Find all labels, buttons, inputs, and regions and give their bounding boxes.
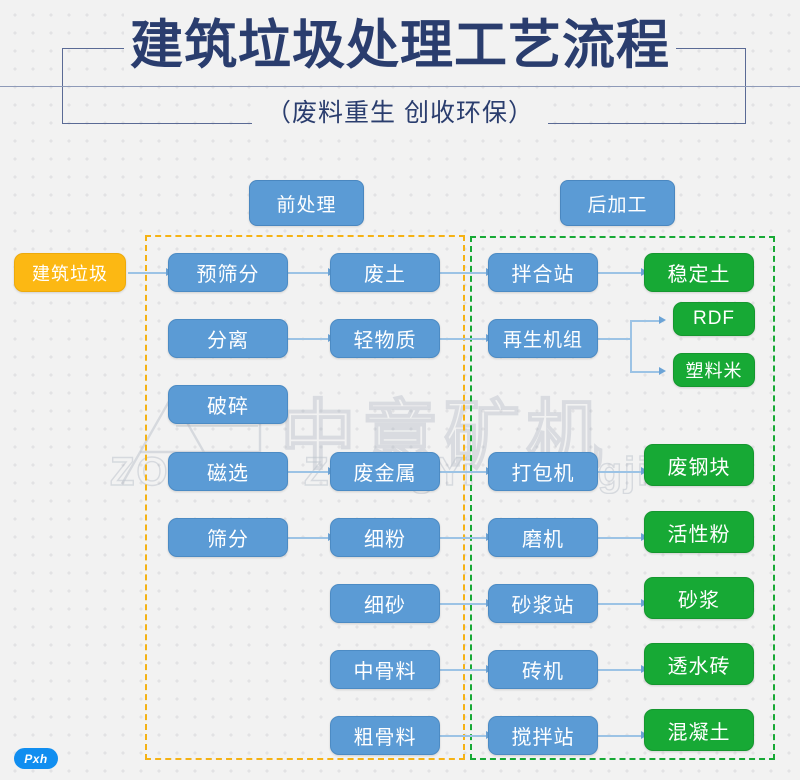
connector-line	[288, 471, 330, 473]
page-header: 建筑垃圾处理工艺流程 （废料重生 创收环保）	[0, 0, 800, 160]
connector-line	[440, 537, 488, 539]
connector-line	[440, 735, 488, 737]
node-permeable-brick[interactable]: 透水砖	[644, 643, 754, 685]
node-screening[interactable]: 筛分	[168, 518, 288, 557]
node-scrap-steel[interactable]: 废钢块	[644, 444, 754, 486]
connector-line	[598, 537, 644, 539]
node-mortar-station[interactable]: 砂浆站	[488, 584, 598, 623]
section-tab-pre-processing[interactable]: 前处理	[249, 180, 364, 226]
node-medium-aggregate[interactable]: 中骨料	[330, 650, 440, 689]
node-brick-machine[interactable]: 砖机	[488, 650, 598, 689]
page-title: 建筑垃圾处理工艺流程	[80, 10, 720, 82]
connector-line	[288, 537, 330, 539]
node-input-construction-waste[interactable]: 建筑垃圾	[14, 253, 126, 292]
node-waste-soil[interactable]: 废土	[330, 253, 440, 292]
page-subtitle-text: （废料重生 创收环保）	[252, 96, 548, 130]
connector-line	[598, 338, 632, 340]
connector-line	[440, 669, 488, 671]
connector-line	[288, 338, 330, 340]
connector-line	[598, 471, 644, 473]
node-coarse-aggregate[interactable]: 粗骨料	[330, 716, 440, 755]
node-light-material[interactable]: 轻物质	[330, 319, 440, 358]
node-rdf[interactable]: RDF	[673, 302, 755, 336]
connector-line	[598, 272, 644, 274]
node-grinder[interactable]: 磨机	[488, 518, 598, 557]
node-fine-powder[interactable]: 细粉	[330, 518, 440, 557]
connector-line	[630, 320, 632, 372]
connector-line	[440, 272, 488, 274]
connector-line	[630, 371, 662, 373]
node-fine-sand[interactable]: 细砂	[330, 584, 440, 623]
connector-line	[440, 471, 488, 473]
node-mortar[interactable]: 砂浆	[644, 577, 754, 619]
node-pre-screening[interactable]: 预筛分	[168, 253, 288, 292]
node-separation[interactable]: 分离	[168, 319, 288, 358]
header-horizontal-rule	[0, 86, 800, 88]
page-subtitle: （废料重生 创收环保）	[0, 96, 800, 130]
node-plastic-pellets[interactable]: 塑料米	[673, 353, 755, 387]
node-recycling-unit[interactable]: 再生机组	[488, 319, 598, 358]
arrow-icon	[659, 316, 666, 324]
arrow-icon	[659, 367, 666, 375]
node-active-powder[interactable]: 活性粉	[644, 511, 754, 553]
node-mixing-station[interactable]: 拌合站	[488, 253, 598, 292]
connector-line	[440, 603, 488, 605]
connector-line	[598, 603, 644, 605]
group-frame-post-processing	[470, 236, 775, 760]
connector-line	[440, 338, 488, 340]
node-crushing[interactable]: 破碎	[168, 385, 288, 424]
node-stabilized-soil[interactable]: 稳定土	[644, 253, 754, 292]
connector-line	[598, 669, 644, 671]
connector-line	[128, 272, 168, 274]
pxh-badge: Pxh	[14, 748, 58, 769]
node-magnetic-separation[interactable]: 磁选	[168, 452, 288, 491]
page-title-text: 建筑垃圾处理工艺流程	[124, 10, 676, 82]
connector-line	[288, 272, 330, 274]
connector-line	[598, 735, 644, 737]
group-frame-pre-processing	[145, 235, 465, 760]
node-baler[interactable]: 打包机	[488, 452, 598, 491]
connector-line	[630, 320, 662, 322]
node-stirring-station[interactable]: 搅拌站	[488, 716, 598, 755]
node-scrap-metal[interactable]: 废金属	[330, 452, 440, 491]
section-tab-post-processing[interactable]: 后加工	[560, 180, 675, 226]
node-concrete[interactable]: 混凝土	[644, 709, 754, 751]
